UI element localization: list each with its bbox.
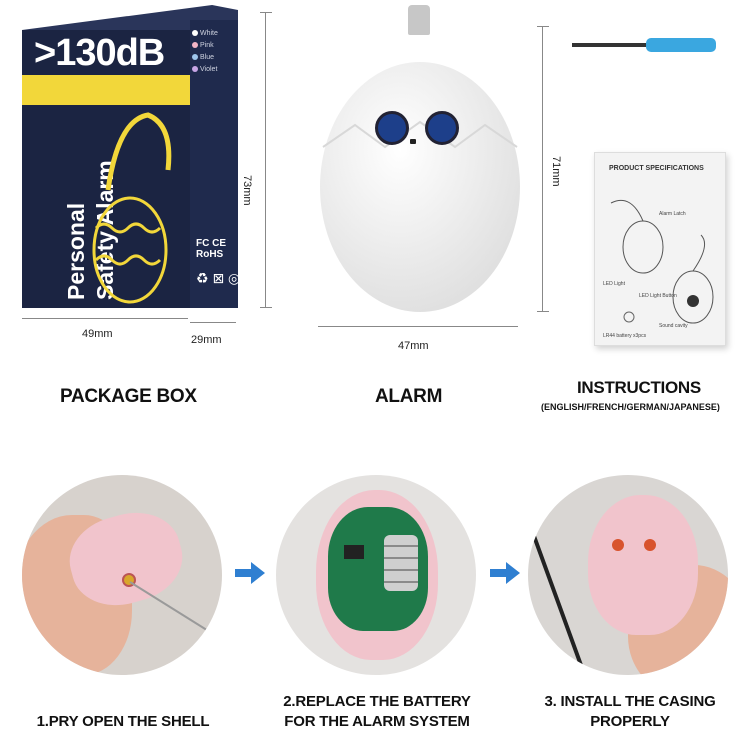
color-option-white: White bbox=[192, 28, 238, 40]
recycle-icon: ♻ ⊠ ◎ bbox=[196, 270, 241, 286]
certification-marks: FC CE RoHS bbox=[196, 238, 226, 260]
alarm-device bbox=[315, 5, 525, 315]
sheet-label-led-button: LED Light Button bbox=[639, 293, 677, 299]
arrow-right-icon bbox=[235, 562, 265, 584]
step-3-label: 3. INSTALL THE CASING PROPERLY bbox=[520, 692, 740, 732]
egg-alarm-body bbox=[320, 62, 520, 312]
alarm-height-tick-bottom bbox=[537, 311, 549, 312]
sheet-label-battery: LR44 battery x3pcs bbox=[603, 333, 647, 339]
egg-outline-icon bbox=[92, 112, 172, 304]
battery-stack-icon bbox=[384, 535, 418, 591]
left-eye-icon bbox=[375, 111, 409, 145]
box-yellow-stripe bbox=[22, 75, 190, 105]
alarm-width-label: 47mm bbox=[398, 340, 429, 352]
step-2-label-line1: 2.REPLACE THE BATTERY bbox=[283, 693, 471, 710]
box-width-line bbox=[22, 318, 188, 319]
right-eye-icon bbox=[425, 111, 459, 145]
pry-tool bbox=[129, 581, 216, 636]
alarm-latch bbox=[408, 5, 430, 35]
arrow-right-icon bbox=[490, 562, 520, 584]
left-eye-icon bbox=[612, 539, 624, 551]
sheet-label-latch: Alarm Latch bbox=[659, 211, 686, 217]
box-width-label: 49mm bbox=[82, 328, 113, 340]
sheet-label-led: LED Light bbox=[603, 281, 625, 287]
box-height-tick-bottom bbox=[260, 307, 272, 308]
step-2-label: 2.REPLACE THE BATTERY FOR THE ALARM SYST… bbox=[262, 692, 492, 732]
step-2-label-line2: FOR THE ALARM SYSTEM bbox=[284, 713, 470, 730]
alarm-caption: ALARM bbox=[375, 386, 443, 407]
package-box-caption: PACKAGE BOX bbox=[60, 386, 197, 407]
alarm-width-line bbox=[318, 326, 518, 327]
decibel-label: >130dB bbox=[34, 32, 165, 74]
sheet-label-sound: Sound cavity bbox=[659, 323, 688, 329]
instructions-languages: (ENGLISH/FRENCH/GERMAN/JAPANESE) bbox=[541, 402, 720, 412]
box-height-label: 73mm bbox=[241, 175, 253, 206]
instructions-caption: INSTRUCTIONS bbox=[577, 378, 701, 397]
step-3-label-line2: PROPERLY bbox=[590, 713, 670, 730]
alarm-height-tick-top bbox=[537, 26, 549, 27]
box-title-line1: Personal bbox=[63, 202, 89, 300]
mouth-icon bbox=[410, 139, 416, 144]
box-side-face bbox=[190, 20, 238, 308]
screwdriver-icon bbox=[572, 38, 716, 52]
pink-alarm-closed bbox=[588, 495, 698, 635]
step-1-photo bbox=[22, 475, 222, 675]
box-height-line bbox=[265, 12, 266, 308]
step-3-photo bbox=[528, 475, 728, 675]
box-height-tick-top bbox=[260, 12, 272, 13]
alarm-height-line bbox=[542, 26, 543, 312]
instruction-sheet: PRODUCT SPECIFICATIONS Alarm Latch LED L… bbox=[594, 152, 726, 346]
lanyard-strap bbox=[528, 490, 585, 670]
step-3-label-line1: 3. INSTALL THE CASING bbox=[544, 693, 716, 710]
step-1-label: 1.PRY OPEN THE SHELL bbox=[36, 713, 210, 730]
step-2-photo bbox=[276, 475, 476, 675]
chip-icon bbox=[344, 545, 364, 559]
color-option-pink: Pink bbox=[192, 40, 238, 52]
right-eye-icon bbox=[644, 539, 656, 551]
alarm-height-label: 71mm bbox=[550, 156, 562, 187]
instruction-diagram bbox=[610, 199, 714, 324]
instruction-sheet-title: PRODUCT SPECIFICATIONS bbox=[609, 165, 704, 172]
box-depth-line bbox=[190, 322, 236, 323]
box-depth-label: 29mm bbox=[191, 334, 222, 346]
color-option-blue: Blue bbox=[192, 52, 238, 64]
color-options: White Pink Blue Violet bbox=[192, 28, 238, 76]
color-option-violet: Violet bbox=[192, 64, 238, 76]
package-box: >130dB Personal Safety Alarm White Pink … bbox=[0, 0, 250, 320]
